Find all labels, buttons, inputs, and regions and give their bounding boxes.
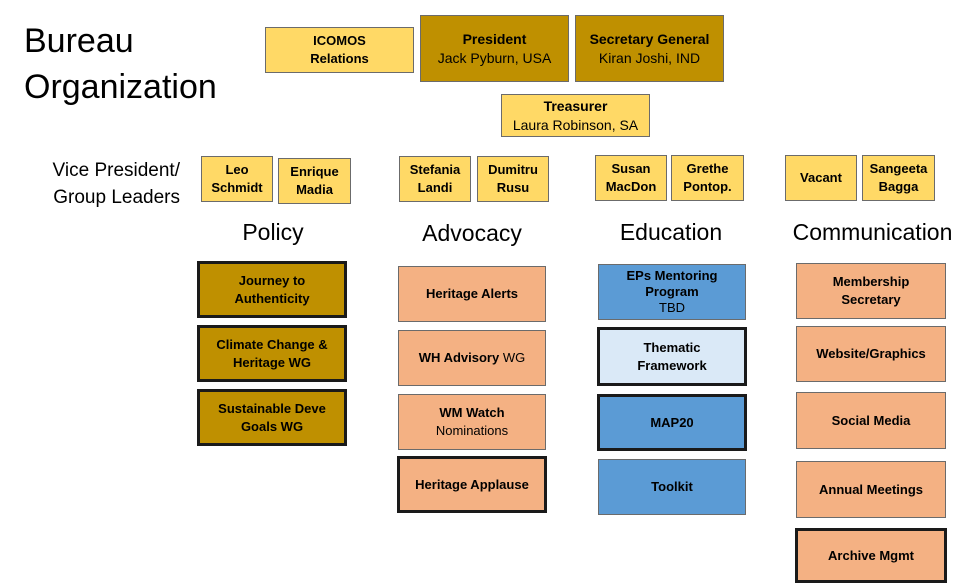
communication-item-archive-mgmt: Archive Mgmt [795,528,947,583]
vice-president-label: Vice President/ Group Leaders [48,157,180,211]
item-line-1: Journey to [238,272,306,288]
leader-line-2: MacDon [605,179,657,194]
item-line-1: Thematic [643,339,701,355]
item-line-2: Nominations [435,423,509,438]
item-line-1: Annual Meetings [818,481,923,497]
leader-line-2: Madia [296,182,333,197]
education-item-eps-mentoring: EPs Mentoring Program TBD [598,264,746,320]
item-line-2: Secretary [841,292,901,307]
treasurer-role: Treasurer [543,97,608,114]
item-line-1: Heritage Applause [415,476,529,492]
page-title: Bureau Organization [24,18,217,110]
item-line-2: Heritage WG [232,354,311,370]
leader-box-enrique-madia: Enrique Madia [278,158,351,204]
leader-box-stefania-landi: Stefania Landi [399,156,471,202]
title-line-1: Bureau [24,22,134,60]
icomos-line-2: Relations [310,51,369,66]
item-line-1: Membership [832,274,910,290]
leader-line-2: Landi [417,180,453,195]
president-name: Jack Pyburn, USA [437,49,552,66]
icomos-line-1: ICOMOS [313,33,366,49]
title-line-2: Organization [24,68,217,106]
item-line-2: Authenticity [234,290,310,306]
item-line-2: Program [645,283,699,299]
leader-box-leo-schmidt: Leo Schmidt [201,156,273,202]
vp-label-line-1: Vice President/ [52,160,180,181]
education-item-thematic-framework: Thematic Framework [597,327,747,386]
advocacy-item-heritage-applause: Heritage Applause [397,456,547,513]
leader-box-susan-macdon: Susan MacDon [595,155,667,201]
president-role: President [462,30,527,47]
treasurer-name: Laura Robinson, SA [512,116,639,133]
icomos-relations-box: ICOMOS Relations [265,27,414,73]
president-box: President Jack Pyburn, USA [420,15,569,82]
leader-line-2: Pontop. [683,179,732,194]
item-line-1: Toolkit [651,479,693,495]
leader-box-vacant: Vacant [785,155,857,201]
item-line-3: TBD [659,300,685,316]
leader-line-1: Sangeeta [869,161,928,177]
item-line-2: Framework [637,357,707,373]
leader-line-1: Grethe [686,161,729,177]
item-line-1: WM Watch [439,405,505,421]
item-line-1: EPs Mentoring [626,267,718,283]
secretary-name: Kiran Joshi, IND [598,49,701,66]
communication-item-annual-meetings: Annual Meetings [796,461,946,518]
secretary-general-box: Secretary General Kiran Joshi, IND [575,15,724,82]
advocacy-heading: Advocacy [422,220,522,246]
item-line-1: Sustainable Deve [218,400,326,416]
advocacy-item-wh-advisory: WH Advisory WG [398,330,546,386]
policy-item-climate-change: Climate Change & Heritage WG [197,325,347,382]
policy-item-sustainable-goals: Sustainable Deve Goals WG [197,389,347,446]
leader-line-1: Vacant [800,170,842,186]
advocacy-item-wm-watch: WM Watch Nominations [398,394,546,450]
communication-heading: Communication [792,219,953,245]
treasurer-box: Treasurer Laura Robinson, SA [501,94,650,137]
leader-box-grethe-pontop: Grethe Pontop. [671,155,744,201]
secretary-role: Secretary General [589,30,710,47]
communication-item-website-graphics: Website/Graphics [796,326,946,382]
policy-heading: Policy [242,219,304,245]
leader-box-dumitru-rusu: Dumitru Rusu [477,156,549,202]
leader-line-1: Enrique [290,164,339,180]
communication-item-membership-secretary: Membership Secretary [796,263,946,319]
item-line-1: Website/Graphics [816,346,926,362]
leader-box-sangeeta-bagga: Sangeeta Bagga [862,155,935,201]
education-heading: Education [619,219,723,245]
leader-line-1: Dumitru [488,162,538,178]
education-item-map20: MAP20 [597,394,747,451]
vp-label-line-2: Group Leaders [53,187,180,208]
leader-line-2: Bagga [878,179,919,194]
leader-line-1: Stefania [409,162,461,178]
communication-item-social-media: Social Media [796,392,946,449]
item-line-2: Goals WG [240,418,304,434]
item-line-1: Archive Mgmt [828,547,914,563]
item-line-1: WH Advisory [418,350,500,366]
item-line-1: MAP20 [650,414,694,430]
policy-item-journey-to-authenticity: Journey to Authenticity [197,261,347,318]
item-line-1: Social Media [831,412,911,428]
advocacy-item-heritage-alerts: Heritage Alerts [398,266,546,322]
item-line-1: Heritage Alerts [426,286,518,302]
education-item-toolkit: Toolkit [598,459,746,515]
leader-line-1: Susan [611,161,651,177]
leader-line-2: Schmidt [211,180,263,195]
item-suffix: WG [499,350,526,366]
item-line-1: Climate Change & [216,336,328,352]
leader-line-1: Leo [225,162,249,178]
leader-line-2: Rusu [496,180,530,195]
